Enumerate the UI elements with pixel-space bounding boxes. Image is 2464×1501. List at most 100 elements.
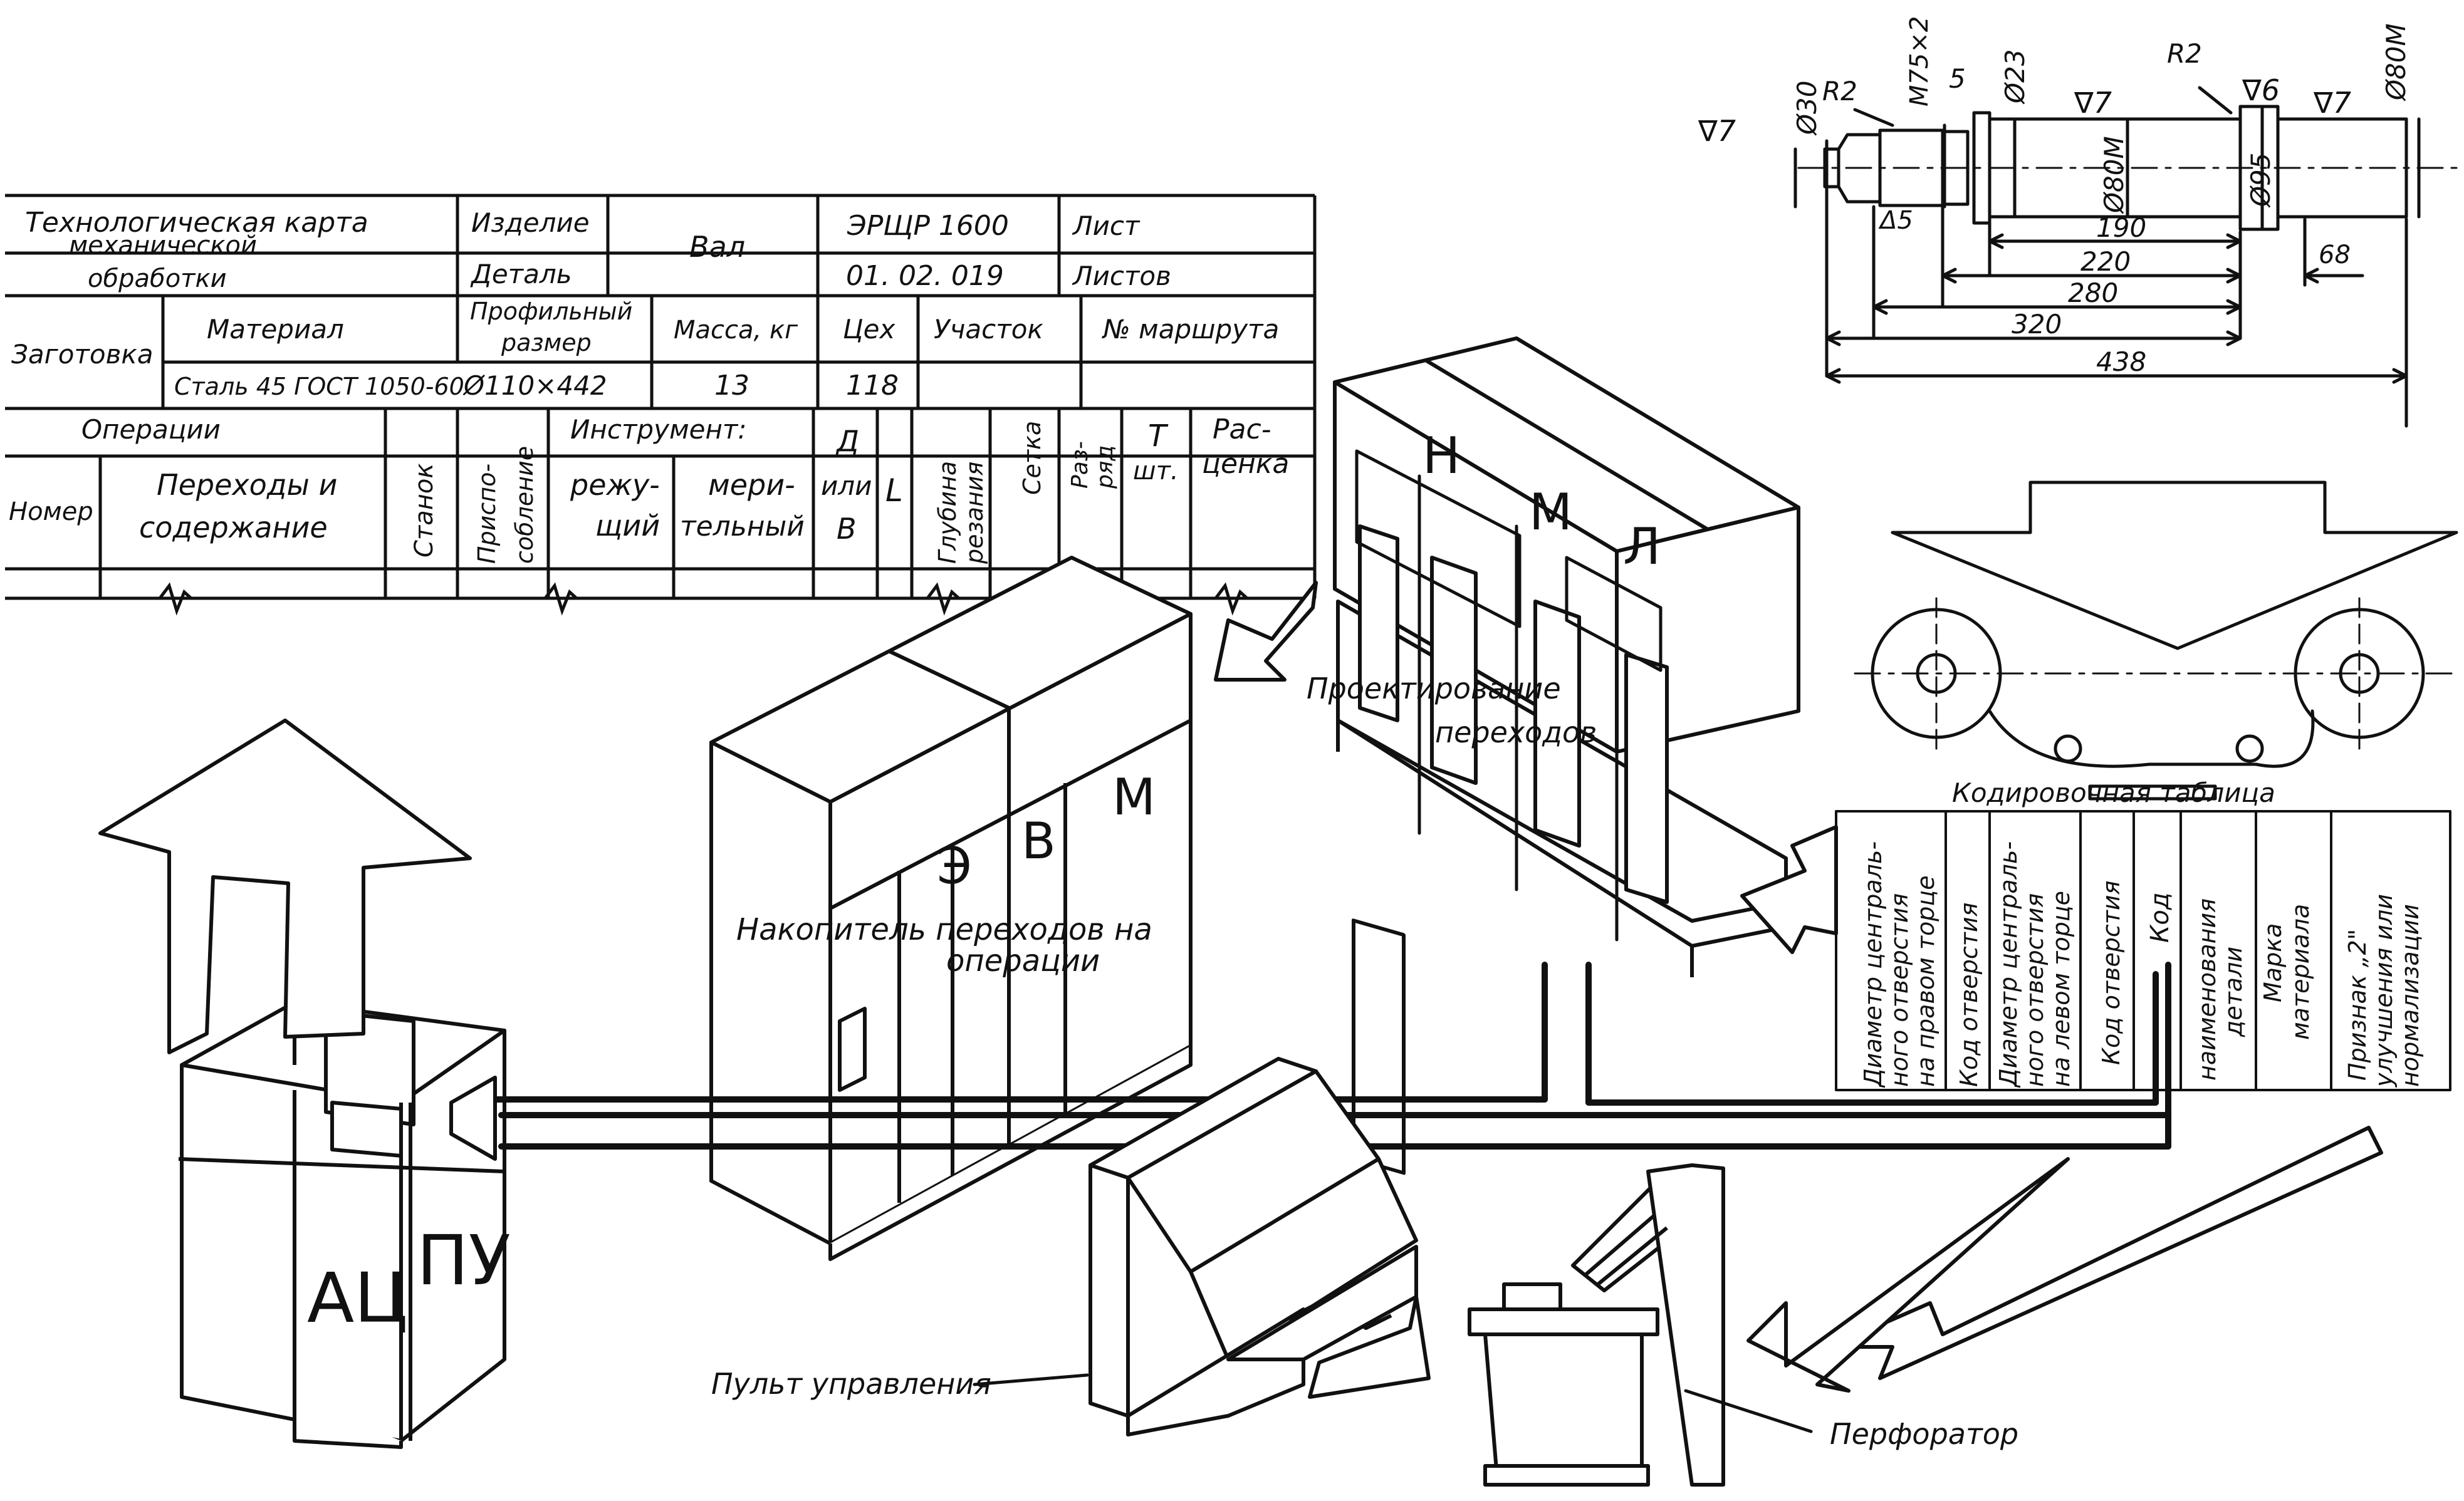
shaft-d23: Ø23 (2000, 49, 2030, 105)
arrow-to-ac-pu (449, 1076, 497, 1161)
card-d-line3: В (837, 512, 857, 546)
nakopitel-line1: Накопитель переходов на (736, 912, 1152, 947)
ac-label: АЦ (307, 1258, 408, 1338)
evm-letter-v: В (1021, 812, 1056, 870)
card-zagotovka: Заготовка (11, 339, 153, 370)
ac-pu-labels: АЦ ПУ (307, 1220, 511, 1338)
coding-table: Кодировочная таблица Диаметр централь- н… (1835, 777, 2451, 1091)
proj-label-line2: переходов (1435, 715, 1597, 749)
card-setka: Сетка (1018, 421, 1046, 495)
shaft-r2-left: R2 (1822, 76, 1857, 106)
shaft-dim-280: 280 (2068, 278, 2118, 308)
shaft-labels: Ø30 R2 М75×2 5 Ø23 ∇7 R2 ∇6 ∇7 Ø80М ∇7 Ø… (1698, 16, 2411, 377)
card-prisp-line2: собление (511, 446, 538, 564)
coding-col6-line1: Марка (2259, 923, 2287, 1002)
coding-col3-line2: ного отверстия (2021, 893, 2049, 1087)
shaft-dim-320: 320 (2012, 309, 2062, 340)
coding-col1-line3: на правом торце (1912, 875, 1939, 1087)
card-material-value: Сталь 45 ГОСТ 1050-60 (174, 373, 464, 400)
card-list: Лист (1072, 210, 1141, 241)
card-prisp-line1: Приспо- (473, 464, 501, 564)
tech-card-table (5, 194, 1317, 616)
perforator-leader (1684, 1389, 1813, 1433)
coding-col1-line2: ного отверстия (1886, 893, 1913, 1087)
card-title-line1: Технологическая карта (25, 207, 368, 239)
card-glub-line2: резания (961, 462, 988, 564)
card-detail-code: 01. 02. 019 (846, 260, 1004, 292)
arrow-coding-to-projecting (1740, 825, 1838, 954)
proj-letter-n: Н (1423, 427, 1460, 485)
projecting-cabinet-panels (1355, 449, 1663, 942)
shaft-d95: Ø95 (2245, 152, 2276, 208)
card-prof-line1: Профильный (470, 298, 632, 325)
shaft-m75: М75×2 (1905, 16, 1934, 106)
card-massa-value: 13 (714, 370, 749, 402)
card-nomer: Номер (9, 497, 93, 526)
coding-col5-line1: Код (2146, 892, 2174, 943)
card-instrument: Инструмент: (570, 414, 747, 445)
conveyor-reader (1854, 480, 2458, 801)
pult-label: Пульт управления (711, 1367, 991, 1401)
coding-col6-line2: материала (2287, 904, 2314, 1040)
card-perehody-line2: содержание (139, 511, 328, 544)
proj-letter-m: М (1529, 483, 1572, 541)
shaft-delta5: Δ5 (1878, 206, 1913, 235)
card-ceh-value: 118 (846, 370, 899, 402)
shaft-nabla7-a: ∇7 (2074, 86, 2112, 120)
shaft-nabla7-left: ∇7 (1698, 114, 1736, 148)
card-stanok: Станок (410, 463, 439, 558)
shaft-dim-68: 68 (2319, 241, 2351, 269)
card-marshrut: № маршрута (1102, 314, 1279, 345)
perforator (1468, 1163, 1725, 1487)
evm-letter-e: Э (937, 837, 972, 895)
arrow-projecting-to-evm (1214, 581, 1318, 682)
card-t-line2: шт. (1133, 457, 1179, 486)
coding-col5-line2: наименования (2193, 898, 2221, 1081)
card-title-line3: обработки (88, 264, 227, 293)
shaft-dim-190: 190 (2096, 212, 2146, 243)
card-rasc-line1: Рас- (1213, 413, 1271, 445)
shaft-drawing (1793, 86, 2458, 428)
card-mer-line1: мери- (708, 468, 795, 502)
shaft-d80m-mid: Ø80М (2099, 136, 2129, 214)
coding-col3-line1: Диаметр централь- (1995, 841, 2022, 1088)
card-rezh-line2: щий (595, 509, 660, 543)
arrow-coding-to-perforator (1828, 1126, 2383, 1380)
shaft-dim-220: 220 (2080, 246, 2131, 277)
shaft-five: 5 (1949, 63, 1966, 94)
perforator-label: Перфоратор (1830, 1417, 2018, 1451)
shaft-nabla6: ∇6 (2242, 73, 2280, 107)
nakopitel-line2: операции (946, 943, 1100, 979)
card-prof-value: Ø110×442 (462, 370, 607, 401)
arrow-output-up (98, 719, 472, 1054)
card-d-line1: Д (835, 424, 859, 458)
card-mer-line2: тельный (680, 511, 805, 543)
card-massa: Масса, кг (674, 316, 798, 345)
shaft-r2-right: R2 (2167, 38, 2202, 69)
evm-letter-m: М (1112, 768, 1156, 826)
card-prof-line2: размер (501, 329, 592, 356)
card-perehody-line1: Переходы и (157, 468, 337, 502)
card-ceh: Цех (843, 314, 895, 345)
coding-col7-line3: нормализации (2396, 904, 2424, 1087)
card-razr-line1: Раз- (1067, 441, 1093, 489)
arrow-to-pult (1308, 1295, 1431, 1399)
card-product-code: ЭРЩР 1600 (847, 210, 1009, 242)
proj-label-line1: Проектирование (1307, 672, 1561, 705)
card-izdelie: Изделие (471, 207, 590, 238)
shaft-d30: Ø30 (1792, 80, 1822, 136)
pu-label: ПУ (417, 1220, 511, 1301)
card-val: Вал (689, 230, 745, 264)
card-L: L (885, 472, 903, 509)
coding-col2-line1: Код отверстия (1955, 903, 1983, 1087)
pult-leader (973, 1373, 1089, 1386)
shaft-dim-438: 438 (2096, 346, 2146, 377)
card-detal: Деталь (470, 259, 572, 289)
coding-col5-line3: детали (2220, 947, 2247, 1037)
coding-col1-line1: Диаметр централь- (1859, 841, 1887, 1088)
card-operacii: Операции (81, 414, 221, 445)
evm-labels: Э В М Накопитель переходов на операции (736, 768, 1156, 979)
card-razr-line2: ряд (1092, 445, 1118, 489)
card-rasc-line2: ценка (1202, 448, 1289, 480)
